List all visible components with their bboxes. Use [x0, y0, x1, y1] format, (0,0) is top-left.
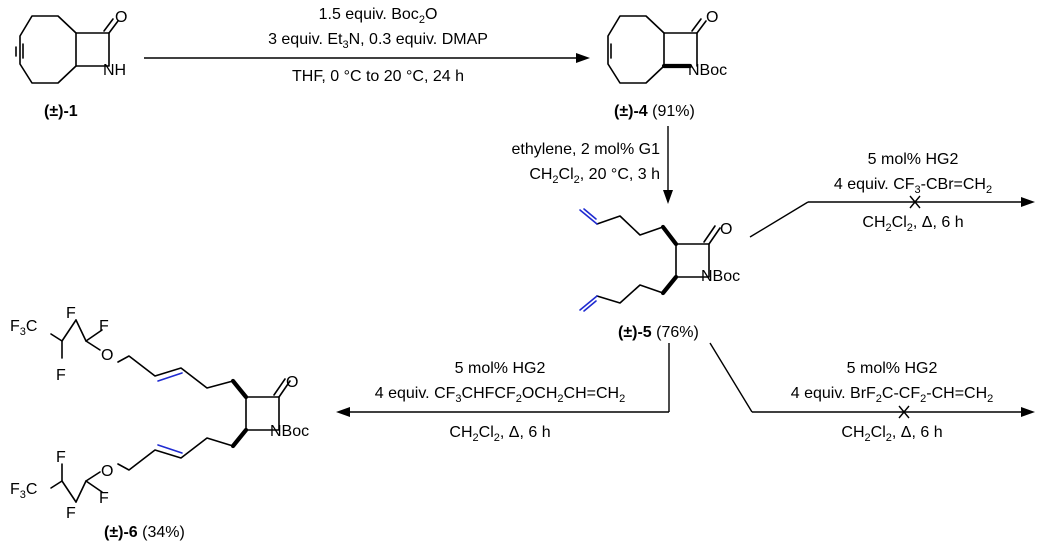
compound-6-label: (±)-6 (34%) [104, 524, 185, 541]
compound-6-f-bottom-1: F [56, 449, 66, 466]
compound-6-o-atom: O [286, 374, 298, 391]
compound-6-f-top-1: F [66, 305, 76, 322]
arrow-step5 [336, 343, 670, 417]
step2-reagent-line1: ethylene, 2 mol% G1 [511, 141, 660, 158]
compound-1-nh-atom: NH [103, 62, 126, 79]
compound-6-f-top-3: F [56, 367, 66, 384]
compound-6-ether-o-bottom: O [101, 463, 113, 480]
compound-6-ether-o-top: O [101, 347, 113, 364]
compound-4-structure [607, 15, 707, 84]
compound-6-nboc-atom: NBoc [270, 423, 309, 440]
compound-6-structure [50, 319, 291, 503]
step3-reagent-line2: 4 equiv. CF3-CBr=CH2 [834, 176, 992, 196]
compound-6-f-bottom-2: F [99, 490, 109, 507]
step4-conditions: CH2Cl2, Δ, 6 h [841, 424, 942, 444]
step3-conditions: CH2Cl2, Δ, 6 h [862, 214, 963, 234]
step5-reagent-line2: 4 equiv. CF3CHFCF2OCH2CH=CH2 [375, 385, 625, 405]
arrow-step1 [144, 53, 590, 63]
step5-reagent-line1: 5 mol% HG2 [455, 360, 546, 377]
compound-4-o-atom: O [706, 9, 718, 26]
compound-5-o-atom: O [720, 221, 732, 238]
step5-conditions: CH2Cl2, Δ, 6 h [449, 424, 550, 444]
compound-5-label: (±)-5 (76%) [618, 324, 699, 341]
compound-6-cf3-bottom: F3C [10, 481, 37, 501]
compound-6-f-bottom-3: F [66, 505, 76, 522]
step4-reagent-line1: 5 mol% HG2 [847, 360, 938, 377]
compound-1-label: (±)-1 [44, 103, 78, 120]
arrow-step4 [709, 342, 1035, 417]
compound-5-nboc-atom: NBoc [701, 268, 740, 285]
compound-5-structure [579, 208, 721, 312]
compound-6-f-top-2: F [99, 318, 109, 335]
compound-6-cf3-top: F3C [10, 318, 37, 338]
arrow-step2 [663, 126, 673, 204]
step1-reagent-line2: 3 equiv. Et3N, 0.3 equiv. DMAP [268, 31, 488, 51]
step4-failed-cross-icon [898, 405, 910, 419]
compound-1-structure [15, 15, 119, 84]
compound-1-o-atom: O [115, 9, 127, 26]
compound-4-nboc-atom: NBoc [688, 62, 727, 79]
step1-conditions: THF, 0 °C to 20 °C, 24 h [292, 68, 464, 85]
step1-reagent-line1: 1.5 equiv. Boc2O [319, 6, 438, 26]
arrow-step3 [749, 197, 1035, 238]
step4-reagent-line2: 4 equiv. BrF2C-CF2-CH=CH2 [791, 385, 994, 405]
step3-failed-cross-icon [909, 195, 921, 209]
step2-conditions: CH2Cl2, 20 °C, 3 h [529, 166, 660, 186]
compound-4-label: (±)-4 (91%) [614, 103, 695, 120]
step3-reagent-line1: 5 mol% HG2 [868, 151, 959, 168]
